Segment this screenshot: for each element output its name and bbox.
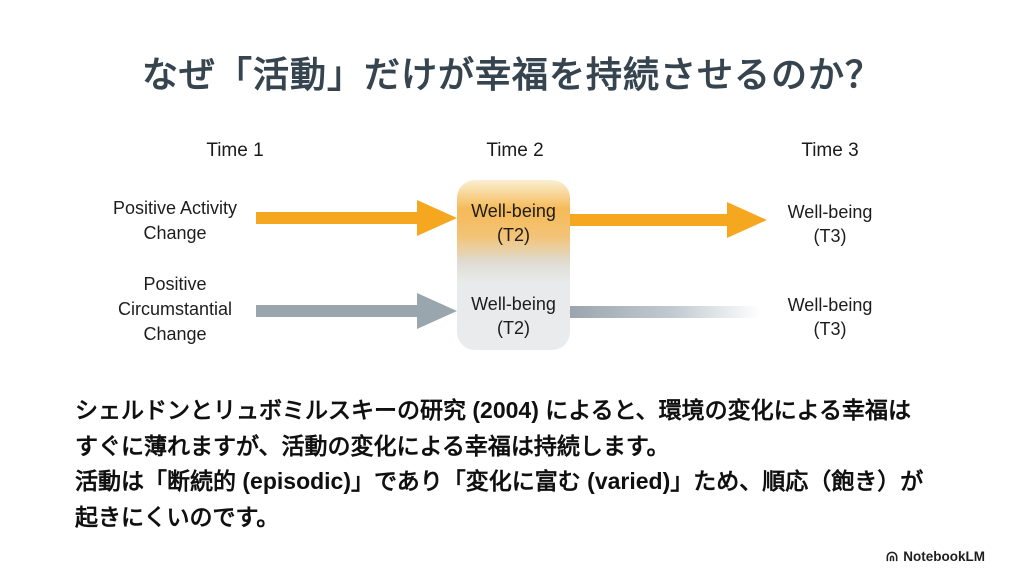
time3-header: Time 3 [801, 140, 859, 161]
notebooklm-logo-icon [886, 551, 898, 561]
wellbeing-t3-activity-label: Well-being (T3) [787, 202, 873, 246]
wellbeing-t2-box [457, 180, 570, 350]
wellbeing-t3-circumstantial-label: Well-being (T3) [787, 295, 873, 339]
wellbeing-t2-activity-label: Well-being (T2) [471, 201, 556, 245]
activity-arrow-t2-t3-icon [570, 202, 767, 238]
time1-header: Time 1 [206, 140, 264, 161]
body-text: シェルドンとリュボミルスキーの研究 (2004) によると、環境の変化による幸福… [75, 393, 975, 535]
circumstantial-arrow-t1-t2-icon [256, 293, 457, 329]
wellbeing-t2-circumstantial-label: Well-being (T2) [471, 294, 556, 338]
slide-title: なぜ「活動」だけが幸福を持続させるのか？ [141, 54, 882, 95]
circumstantial-fading-arrow-t2-t3-icon [570, 306, 760, 318]
notebooklm-brand: NotebookLM [885, 549, 985, 564]
positive-activity-change-label: Positive Activity Change [112, 198, 238, 243]
time2-header: Time 2 [486, 140, 544, 161]
body-paragraph-2: 活動は「断続的 (episodic)」であり「変化に富む (varied)」ため… [75, 468, 924, 530]
positive-circumstantial-change-label: Positive Circumstantial Change [117, 274, 233, 344]
activity-arrow-t1-t2-icon [256, 200, 457, 236]
notebooklm-brand-label: NotebookLM [903, 549, 985, 564]
body-paragraph-1: シェルドンとリュボミルスキーの研究 (2004) によると、環境の変化による幸福… [75, 397, 911, 459]
